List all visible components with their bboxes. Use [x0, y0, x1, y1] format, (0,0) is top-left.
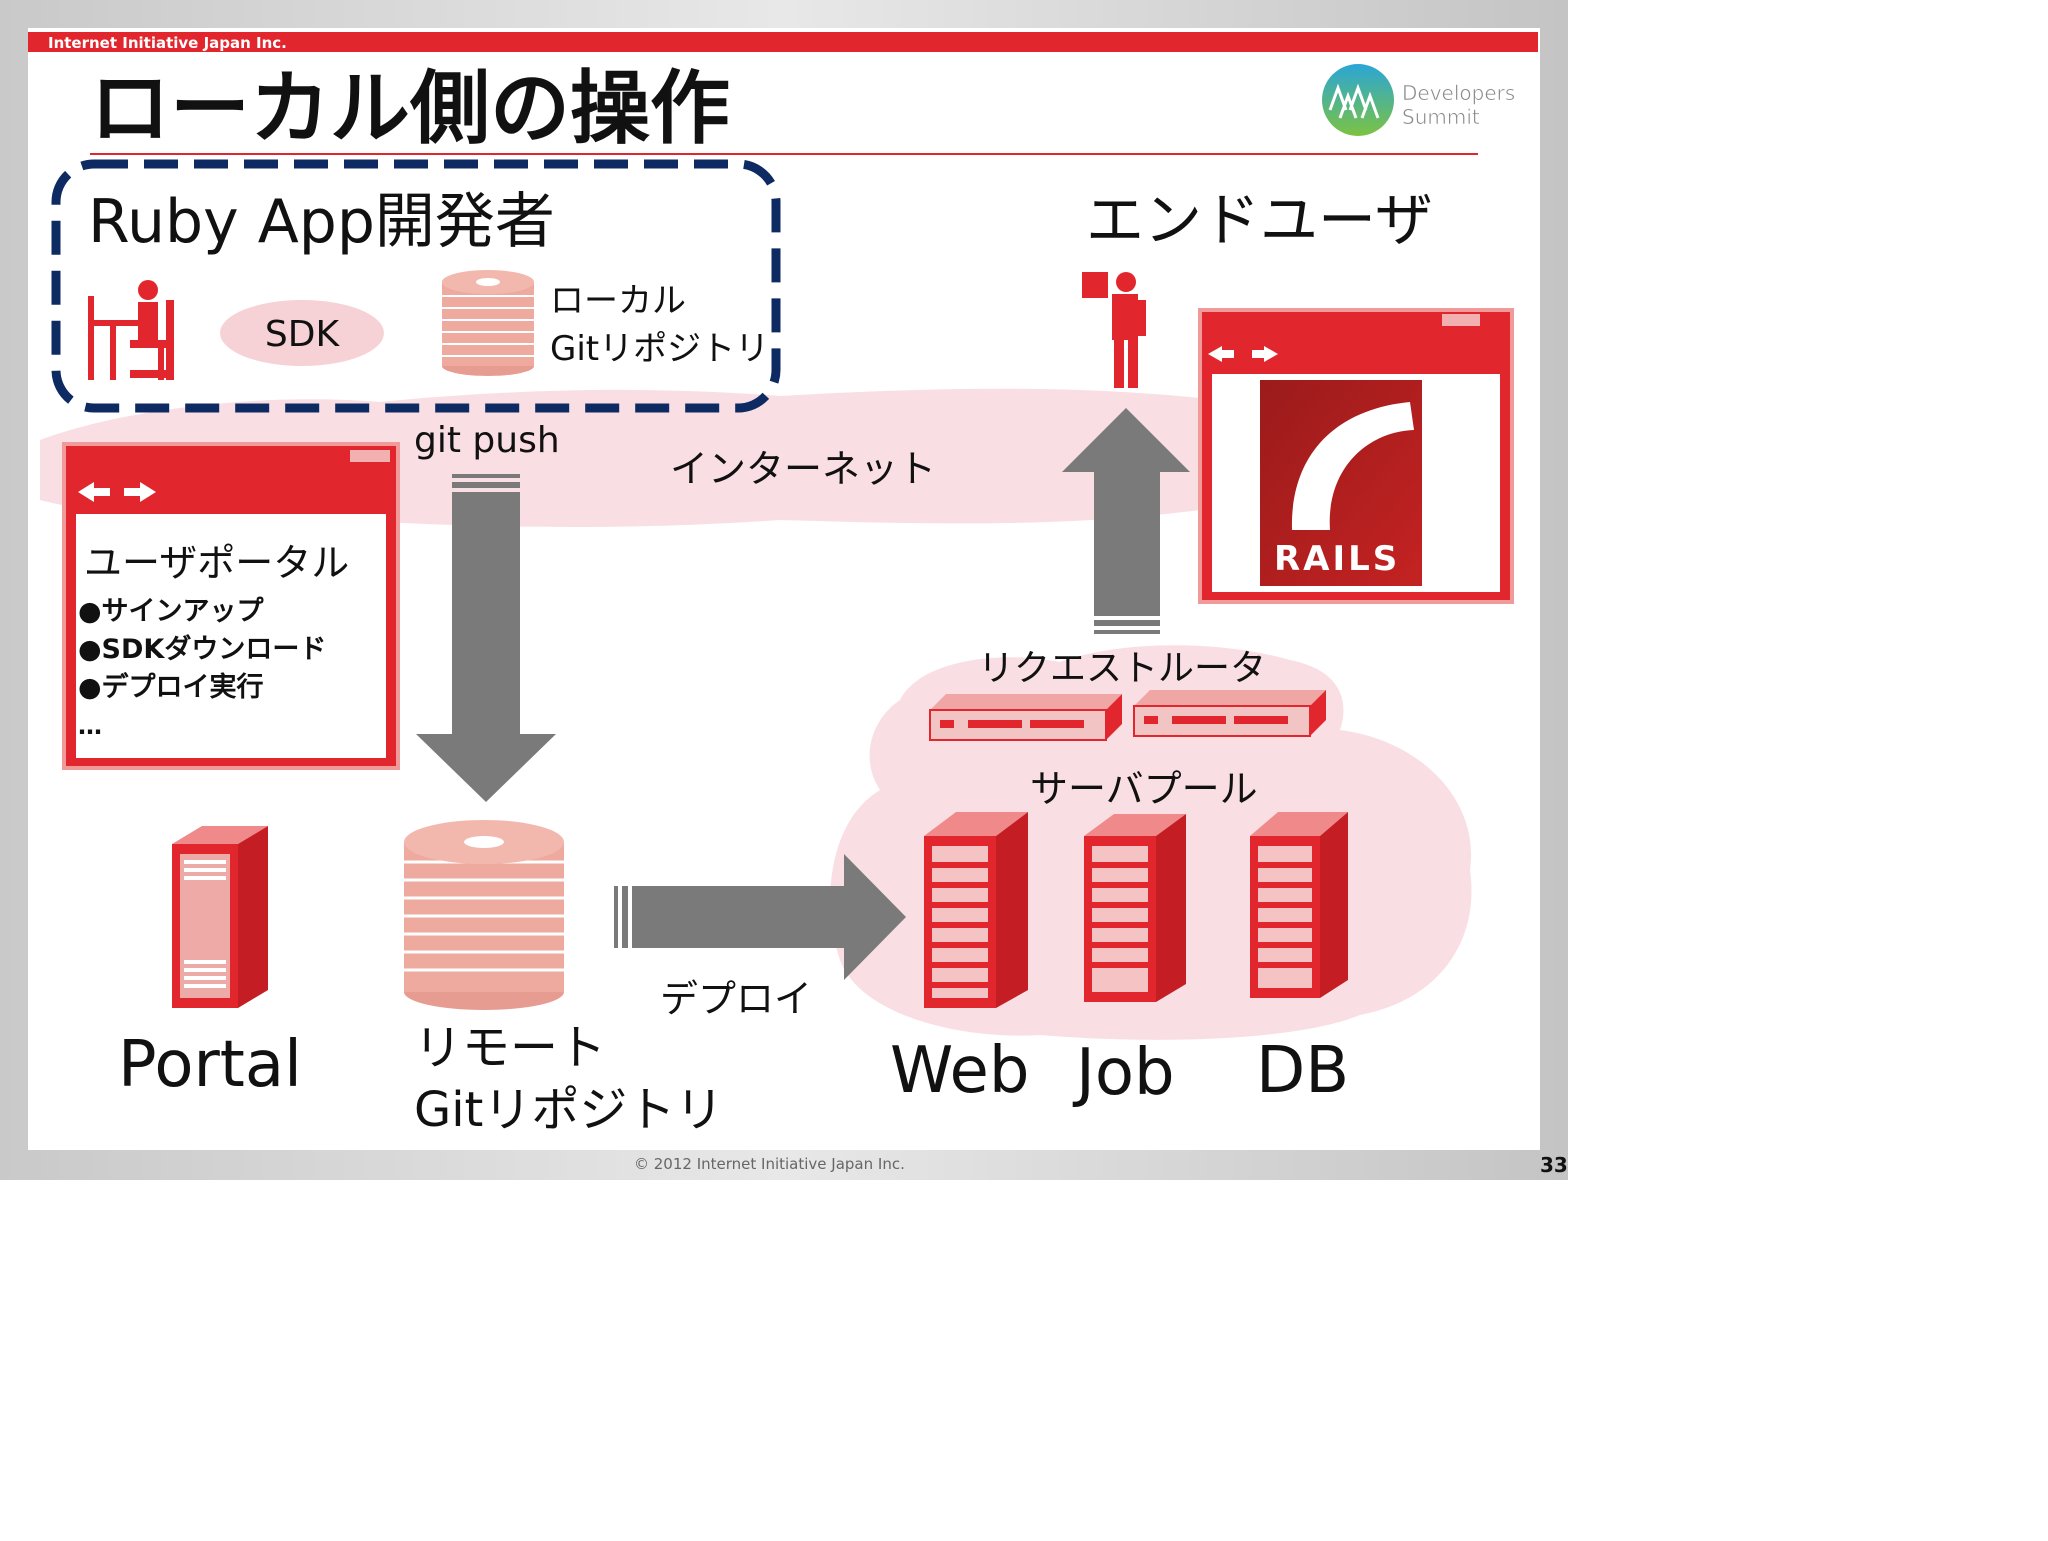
router-device-1-icon — [929, 694, 1122, 741]
rails-logo-text: RAILS — [1274, 539, 1400, 579]
portal-item-more: … — [78, 712, 102, 740]
portal-window-title: ユーザポータル — [84, 541, 349, 585]
sdk-label: SDK — [265, 314, 341, 355]
rails-window-nav-arrows-icon — [1208, 346, 1278, 362]
router-device-2-icon — [1133, 690, 1326, 737]
local-repo-line1: ローカル — [550, 281, 686, 321]
local-repo-disk-icon — [442, 270, 534, 376]
git-push-label: git push — [414, 420, 560, 461]
internet-label: インターネット — [670, 447, 936, 491]
job-server-icon — [1084, 814, 1186, 1002]
developer-desk-icon — [88, 280, 174, 380]
server-label-db: DB — [1256, 1034, 1349, 1108]
sdk-badge — [220, 300, 384, 366]
portal-item-sdk-download: ●SDKダウンロード — [78, 633, 326, 665]
slide: Internet Initiative Japan Inc. ローカル側の操作 … — [0, 0, 1568, 1180]
git-push-arrow — [416, 474, 556, 802]
window-nav-arrows-icon — [78, 482, 156, 502]
logo-line1: Developers — [1402, 81, 1515, 105]
footer-copyright: © 2012 Internet Initiative Japan Inc. — [634, 1155, 905, 1173]
local-repo-line2: Gitリポジトリ — [550, 329, 769, 369]
portal-server-icon — [172, 826, 268, 1008]
portal-item-deploy: ●デプロイ実行 — [78, 671, 264, 703]
web-server-icon — [924, 812, 1028, 1008]
company-name: Internet Initiative Japan Inc. — [48, 34, 287, 52]
developer-group-box — [51, 159, 781, 413]
portal-server-label: Portal — [118, 1028, 302, 1102]
rails-window-buttons-icon — [1442, 314, 1480, 326]
deploy-arrow — [614, 854, 906, 980]
window-buttons-icon — [350, 450, 390, 462]
rails-app-window: RAILS — [1198, 308, 1514, 604]
developer-group-title: Ruby App開発者 — [88, 187, 555, 257]
user-portal-window: ユーザポータル ●サインアップ ●SDKダウンロード ●デプロイ実行 … — [62, 442, 400, 770]
portal-item-signup: ●サインアップ — [78, 596, 265, 627]
server-label-web: Web — [890, 1034, 1030, 1108]
server-label-job: Job — [1072, 1036, 1175, 1110]
page-number: 33 — [1540, 1153, 1568, 1177]
request-router-label: リクエストルータ — [978, 648, 1266, 689]
remote-repo-disk-icon — [404, 820, 564, 1010]
db-server-icon — [1250, 812, 1348, 998]
server-pool-label: サーバプール — [1030, 767, 1258, 811]
developers-summit-logo: Developers Summit — [1322, 64, 1516, 136]
end-user-label: エンドユーザ — [1086, 186, 1433, 254]
end-user-person-icon — [1082, 272, 1146, 388]
page-title: ローカル側の操作 — [90, 62, 730, 155]
remote-repo-line2: Gitリポジトリ — [414, 1082, 723, 1138]
logo-line2: Summit — [1402, 105, 1480, 129]
request-up-arrow — [1062, 408, 1190, 634]
remote-repo-line1: リモート — [414, 1020, 606, 1076]
deploy-label: デプロイ — [660, 977, 812, 1021]
header-red-bar — [28, 32, 1538, 52]
